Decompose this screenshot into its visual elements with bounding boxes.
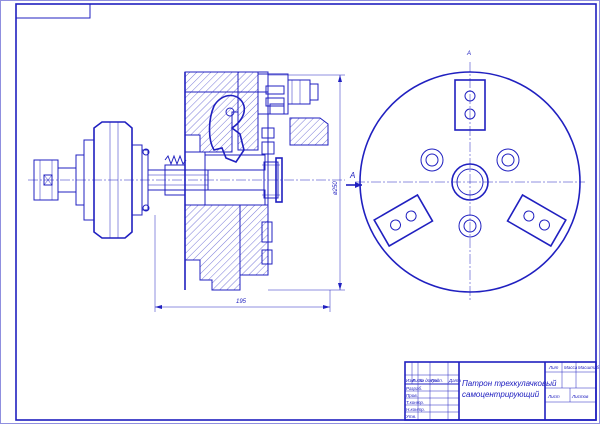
jaw-lever <box>208 94 246 163</box>
title-block: Изм Лист № докум. Подп. Дата Разраб. Про… <box>404 361 599 421</box>
diameter-label: ø250 <box>333 181 339 195</box>
bolt-holes <box>420 148 520 238</box>
diameter-dimension: ø250 <box>268 74 345 291</box>
chuck-body-outline <box>359 71 581 293</box>
sheets-label: Листов <box>571 394 589 399</box>
col-list: Лист <box>411 378 424 383</box>
role-norm-control: Н.контр. <box>406 407 425 412</box>
corner-stamp <box>15 3 91 19</box>
role-checker: Пров. <box>406 393 418 398</box>
header-lit: Лит <box>548 365 559 370</box>
header-mass: Масса <box>564 365 578 370</box>
length-label: 195 <box>236 299 247 305</box>
draw-rod <box>147 169 209 191</box>
rear-actuator <box>33 121 150 239</box>
col-izm: Изм <box>406 378 414 383</box>
center-bore <box>451 163 489 201</box>
chuck-section-view: ø250 195 А <box>28 71 362 312</box>
chuck-front-view: А <box>355 51 585 300</box>
header-scale: Масштаб <box>578 365 599 370</box>
jaw-lower-left <box>373 193 434 248</box>
col-date: Дата <box>448 378 461 383</box>
return-spring <box>164 154 187 166</box>
col-sign: Подп. <box>431 378 443 383</box>
title-line-1: Патрон трехкулачковый <box>462 379 557 388</box>
title-line-2: самоцентрирующий <box>462 390 540 399</box>
role-developer: Разраб. <box>406 386 422 391</box>
sheet-label: Лист <box>547 394 560 399</box>
view-title: А <box>466 51 471 57</box>
faceplate <box>184 71 269 270</box>
jaw-lower-right <box>506 193 567 248</box>
top-jaw <box>257 73 329 146</box>
col-doc: № докум. <box>419 378 439 383</box>
jaw-top <box>454 79 486 131</box>
length-dimension: 195 <box>154 215 331 312</box>
chuck-body-section <box>164 71 269 291</box>
view-marker-label: А <box>349 171 355 180</box>
role-tech-control: Т.контр. <box>406 400 424 405</box>
role-approved: Утв. <box>406 414 416 419</box>
